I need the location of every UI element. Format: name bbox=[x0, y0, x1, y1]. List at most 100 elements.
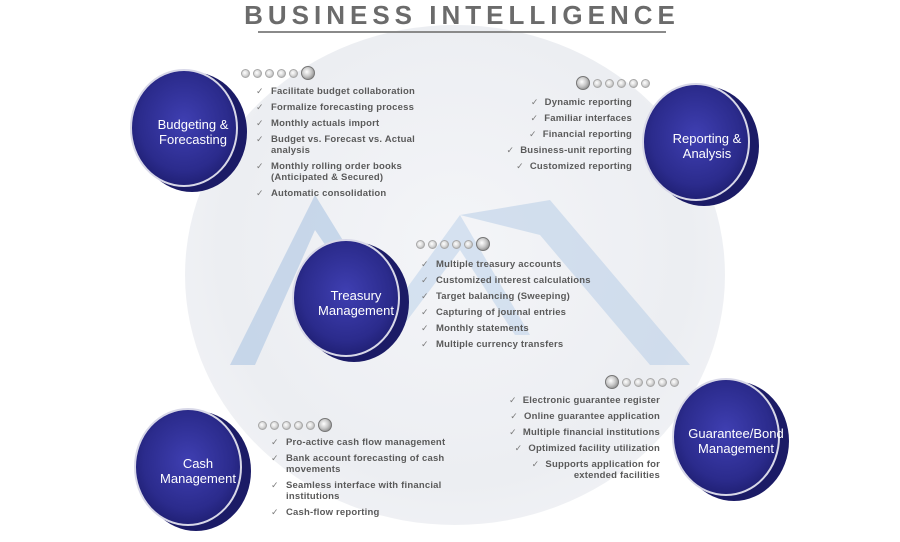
checkmark-icon: ✓ bbox=[421, 275, 429, 285]
checkmark-icon: ✓ bbox=[531, 459, 540, 469]
list-item: ✓Customized reporting bbox=[516, 161, 632, 172]
list-item: ✓Capturing of journal entries bbox=[421, 307, 567, 318]
list-item: ✓Optimized facility utilization bbox=[514, 443, 660, 454]
checkmark-icon: ✓ bbox=[530, 97, 539, 107]
list-item: ✓Cash-flow reporting bbox=[271, 507, 380, 518]
dots-treasury-management bbox=[416, 237, 490, 251]
list-item: ✓Bank account forecasting of cash moveme… bbox=[271, 453, 445, 475]
checkmark-icon: ✓ bbox=[421, 307, 429, 317]
checkmark-icon: ✓ bbox=[256, 134, 264, 144]
checkmark-icon: ✓ bbox=[510, 411, 519, 421]
checkmark-icon: ✓ bbox=[509, 427, 517, 437]
dot-icon bbox=[277, 68, 286, 78]
dot-icon bbox=[634, 377, 643, 387]
dots-reporting-analysis bbox=[576, 76, 650, 90]
list-item: ✓Facilitate budget collaboration bbox=[256, 86, 415, 97]
dot-icon bbox=[265, 68, 274, 78]
checkmark-icon: ✓ bbox=[256, 118, 264, 128]
dot-icon bbox=[289, 68, 298, 78]
dot-icon bbox=[428, 239, 437, 249]
dot-large-icon bbox=[318, 418, 332, 432]
dot-icon bbox=[629, 78, 638, 88]
dot-icon bbox=[622, 377, 631, 387]
list-item: ✓Monthly actuals import bbox=[256, 118, 380, 129]
disc-cash-management bbox=[134, 408, 251, 531]
checkmark-icon: ✓ bbox=[256, 188, 264, 198]
dot-icon bbox=[593, 78, 602, 88]
checkmark-icon: ✓ bbox=[516, 161, 524, 171]
dot-icon bbox=[294, 420, 303, 430]
disc-treasury-management bbox=[292, 239, 409, 362]
list-item: ✓Target balancing (Sweeping) bbox=[421, 291, 571, 302]
dot-icon bbox=[440, 239, 449, 249]
list-reporting-analysis: ✓Dynamic reporting ✓Familiar interfaces … bbox=[470, 97, 632, 177]
dots-cash-management bbox=[258, 418, 332, 432]
checkmark-icon: ✓ bbox=[256, 161, 264, 171]
checkmark-icon: ✓ bbox=[256, 102, 264, 112]
list-budgeting-forecasting: ✓Facilitate budget collaboration ✓Formal… bbox=[256, 86, 446, 204]
checkmark-icon: ✓ bbox=[421, 323, 429, 333]
dot-large-icon bbox=[476, 237, 490, 251]
dot-icon bbox=[641, 78, 650, 88]
checkmark-icon: ✓ bbox=[506, 145, 515, 155]
dot-icon bbox=[464, 239, 473, 249]
title-underline bbox=[258, 31, 666, 33]
dots-budgeting-forecasting bbox=[241, 66, 315, 80]
dot-icon bbox=[258, 420, 267, 430]
checkmark-icon: ✓ bbox=[528, 129, 537, 139]
list-item: ✓Business-unit reporting bbox=[506, 145, 632, 156]
list-item: ✓Multiple treasury accounts bbox=[421, 259, 562, 270]
list-item: ✓Pro-active cash flow management bbox=[271, 437, 446, 448]
page-title: BUSINESS INTELLIGENCE bbox=[244, 0, 680, 30]
list-item: ✓Multiple currency transfers bbox=[421, 339, 564, 350]
list-cash-management: ✓Pro-active cash flow management ✓Bank a… bbox=[271, 437, 471, 523]
list-item: ✓Monthly rolling order books (Anticipate… bbox=[256, 161, 403, 183]
dot-icon bbox=[617, 78, 626, 88]
checkmark-icon: ✓ bbox=[271, 453, 279, 463]
list-item: ✓Electronic guarantee register bbox=[508, 395, 660, 406]
list-item: ✓Budget vs. Forecast vs. Actual analysis bbox=[256, 134, 415, 156]
list-item: ✓Multiple financial institutions bbox=[509, 427, 660, 438]
dot-icon bbox=[306, 420, 315, 430]
list-item: ✓Familiar interfaces bbox=[530, 113, 632, 124]
dot-icon bbox=[416, 239, 425, 249]
dot-icon bbox=[282, 420, 291, 430]
dot-icon bbox=[646, 377, 655, 387]
list-item: ✓Automatic consolidation bbox=[256, 188, 387, 199]
disc-label-reporting-analysis: Reporting &Analysis bbox=[672, 131, 742, 161]
checkmark-icon: ✓ bbox=[271, 507, 279, 517]
dot-icon bbox=[452, 239, 461, 249]
dot-icon bbox=[605, 78, 614, 88]
list-item: ✓Online guarantee application bbox=[510, 411, 660, 422]
dot-icon bbox=[270, 420, 279, 430]
list-item: ✓Financial reporting bbox=[528, 129, 632, 140]
list-item: ✓Monthly statements bbox=[421, 323, 529, 334]
checkmark-icon: ✓ bbox=[271, 480, 279, 490]
dots-guarantee-bond-management bbox=[605, 375, 679, 389]
dot-icon bbox=[253, 68, 262, 78]
checkmark-icon: ✓ bbox=[421, 339, 429, 349]
disc-label-budgeting-forecasting: Budgeting &Forecasting bbox=[157, 117, 229, 147]
list-item: ✓Dynamic reporting bbox=[530, 97, 632, 108]
dot-large-icon bbox=[576, 76, 590, 90]
list-treasury-management: ✓Multiple treasury accounts ✓Customized … bbox=[421, 259, 631, 355]
checkmark-icon: ✓ bbox=[514, 443, 523, 453]
disc-reporting-analysis bbox=[642, 83, 759, 206]
checkmark-icon: ✓ bbox=[421, 291, 429, 301]
list-item: ✓Supports application for extended facil… bbox=[531, 459, 660, 481]
dot-icon bbox=[658, 377, 667, 387]
disc-guarantee-bond-management bbox=[672, 378, 789, 501]
list-guarantee-bond-management: ✓Electronic guarantee register ✓Online g… bbox=[480, 395, 660, 486]
checkmark-icon: ✓ bbox=[271, 437, 279, 447]
dot-icon bbox=[670, 377, 679, 387]
dot-large-icon bbox=[605, 375, 619, 389]
disc-budgeting-forecasting bbox=[130, 69, 247, 192]
checkmark-icon: ✓ bbox=[530, 113, 539, 123]
checkmark-icon: ✓ bbox=[508, 395, 517, 405]
dot-large-icon bbox=[301, 66, 315, 80]
dot-icon bbox=[241, 68, 250, 78]
